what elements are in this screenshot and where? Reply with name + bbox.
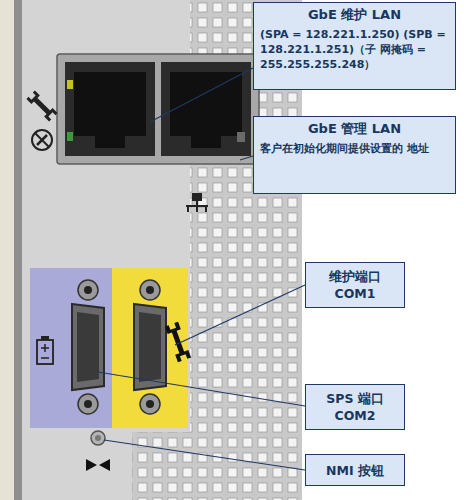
standoff xyxy=(78,280,98,300)
standoff xyxy=(140,394,160,414)
no-tool-icon xyxy=(32,130,52,150)
wrench-icon xyxy=(26,90,57,121)
nmi-button-core xyxy=(95,435,101,441)
no-tool-slash xyxy=(35,133,49,147)
standoff-hole xyxy=(84,286,92,294)
d-shell xyxy=(134,304,166,390)
d-shell-inner xyxy=(139,312,161,382)
sps-area xyxy=(30,268,112,428)
led-off xyxy=(237,132,245,142)
leader-line xyxy=(240,156,253,160)
db9-connector xyxy=(72,280,104,414)
db9-connector xyxy=(134,280,166,414)
leader-line xyxy=(104,440,305,470)
standoff-hole xyxy=(146,400,154,408)
standoff xyxy=(78,394,98,414)
callout-box: SPS 端口 COM2 xyxy=(305,384,405,430)
callout-heading: NMI 按钮 xyxy=(326,462,384,479)
wrench-jaw xyxy=(175,350,191,362)
battery-plus xyxy=(44,344,46,352)
network-icon xyxy=(186,194,208,212)
nmi-button xyxy=(91,431,105,445)
no-tool-wrench xyxy=(37,135,47,145)
rj45-opening xyxy=(170,72,242,136)
wrench-icon xyxy=(165,322,191,362)
network-wire xyxy=(187,206,189,212)
chassis-edge xyxy=(0,0,14,500)
rj45-notch xyxy=(95,134,125,148)
battery-icon xyxy=(37,336,53,364)
leader-line xyxy=(98,372,305,406)
callout-box: GbE 管理 LAN 客户在初始化期间提供设置的 地址 xyxy=(253,116,456,194)
wrench-shaft xyxy=(33,97,51,115)
no-tool-ring xyxy=(32,130,52,150)
network-wire xyxy=(196,206,198,212)
callout-heading: 维护端口 COM1 xyxy=(312,268,398,302)
callout-box: NMI 按钮 xyxy=(305,454,405,486)
standoff-hole xyxy=(84,400,92,408)
callout-box: GbE 维护 LAN (SPA = 128.221.1.250) (SPB = 1… xyxy=(253,2,456,90)
wrench-jaw xyxy=(165,322,181,334)
rj45-port xyxy=(65,62,155,156)
callout-box: 维护端口 COM1 xyxy=(305,262,405,308)
led-green xyxy=(67,132,73,141)
network-node xyxy=(193,194,201,200)
led-yellow xyxy=(67,80,73,89)
battery-minus xyxy=(41,357,49,359)
nmi-icon xyxy=(86,459,110,471)
battery-body xyxy=(37,340,53,364)
d-shell xyxy=(72,304,104,390)
callout-heading: GbE 管理 LAN xyxy=(260,120,449,137)
rj45-opening xyxy=(74,72,146,136)
d-shell-inner xyxy=(77,312,99,382)
network-wire xyxy=(205,206,207,212)
standoff-hole xyxy=(146,286,154,294)
battery-cap xyxy=(41,336,49,340)
wrench-jaw xyxy=(26,90,39,103)
wrench-jaw xyxy=(44,108,57,121)
rj45-housing xyxy=(57,54,259,164)
callout-heading: GbE 维护 LAN xyxy=(260,6,449,23)
callout-body: (SPA = 128.221.1.250) (SPB = 128.221.1.2… xyxy=(260,27,449,72)
leader-line xyxy=(175,285,305,345)
leader-line xyxy=(150,68,253,122)
chassis-shadow xyxy=(14,0,22,500)
maintenance-area xyxy=(112,268,188,428)
callout-heading: SPS 端口 COM2 xyxy=(312,390,398,424)
rj45-notch xyxy=(191,134,221,148)
callout-body: 客户在初始化期间提供设置的 地址 xyxy=(260,141,449,156)
standoff xyxy=(140,280,160,300)
